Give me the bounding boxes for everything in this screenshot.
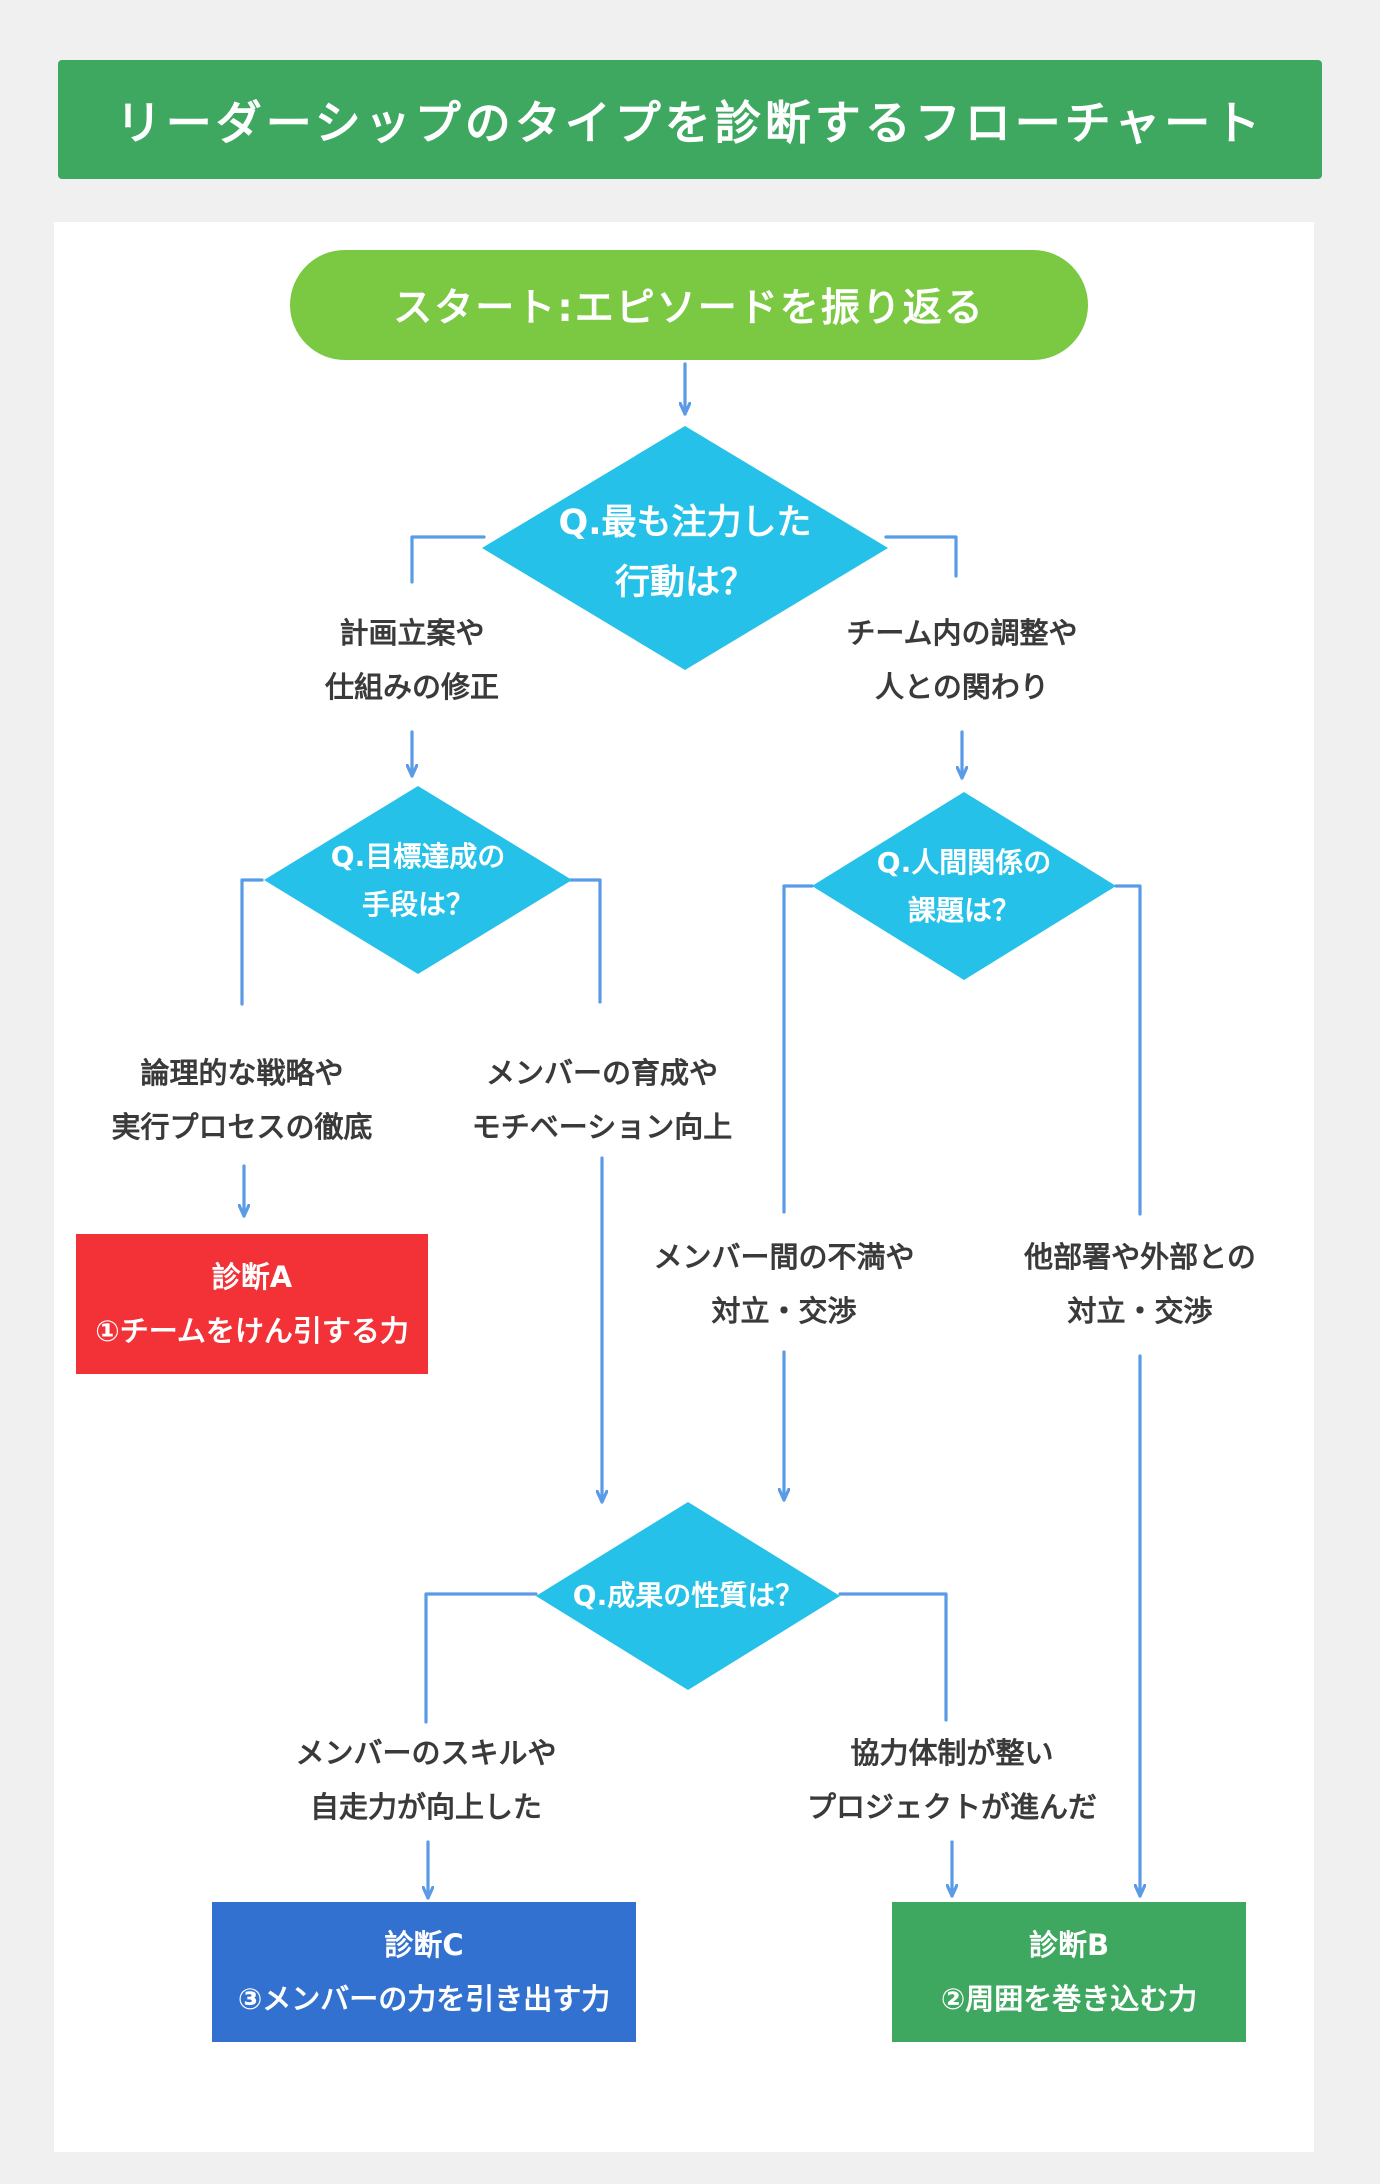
label-member-conflict-line2: 対立・交渉	[711, 1294, 857, 1328]
result-c-title: 診断C	[384, 1928, 464, 1962]
connector-q2-right	[568, 878, 602, 1004]
label-external-conflict-line1: 他部署や外部との	[1024, 1240, 1256, 1274]
connector-q2-left	[240, 878, 264, 1006]
label-team-line1: チーム内の調整や	[846, 616, 1078, 650]
label-team: チーム内の調整や 人との関わり	[812, 606, 1112, 714]
result-b: 診断B ②周囲を巻き込む力	[892, 1902, 1246, 2042]
connector-q4-left	[424, 1592, 538, 1724]
label-logical-line2: 実行プロセスの徹底	[111, 1110, 373, 1144]
question-diamond-3	[812, 792, 1116, 980]
label-cooperation-line1: 協力体制が整い	[850, 1736, 1054, 1770]
result-a-title: 診断A	[211, 1260, 293, 1294]
question-2-line2: 手段は？	[361, 888, 474, 921]
result-a-name: ①チームをけん引する力	[95, 1314, 409, 1348]
question-3-line2: 課題は？	[907, 894, 1020, 927]
result-b-name: ②周囲を巻き込む力	[940, 1982, 1198, 2016]
label-logical-line1: 論理的な戦略や	[140, 1056, 344, 1090]
label-member-conflict-line1: メンバー間の不満や	[653, 1240, 915, 1274]
label-team-line2: 人との関わり	[875, 670, 1049, 704]
question-diamond-2	[264, 786, 572, 974]
result-b-title: 診断B	[1028, 1928, 1110, 1962]
result-a: 診断A ①チームをけん引する力	[76, 1234, 428, 1374]
label-planning-line1: 計画立案や	[339, 616, 485, 650]
page-title: リーダーシップのタイプを診断するフローチャート	[58, 60, 1322, 179]
label-member-growth-line2: モチベーション向上	[471, 1110, 733, 1144]
connector-q3-left	[782, 884, 814, 1214]
label-skill-up: メンバーのスキルや 自走力が向上した	[276, 1726, 576, 1834]
start-node: スタート:エピソードを振り返る	[290, 250, 1088, 360]
label-cooperation-line2: プロジェクトが進んだ	[806, 1790, 1097, 1824]
label-logical: 論理的な戦略や 実行プロセスの徹底	[92, 1046, 392, 1154]
question-diamond-1	[482, 426, 888, 670]
question-2-line1: Q.目標達成の	[330, 840, 506, 873]
question-diamond-4	[536, 1502, 840, 1690]
question-1-text: Q.最も注力した 行動は？	[535, 490, 835, 616]
connector-q1-left	[410, 535, 486, 584]
label-cooperation: 協力体制が整い プロジェクトが進んだ	[782, 1726, 1122, 1834]
connector-q1-right	[884, 535, 958, 578]
label-member-growth-line1: メンバーの育成や	[485, 1056, 718, 1090]
label-skill-up-line2: 自走力が向上した	[309, 1790, 542, 1824]
result-c: 診断C ③メンバーの力を引き出す力	[212, 1902, 636, 2042]
label-member-growth: メンバーの育成や モチベーション向上	[452, 1046, 752, 1154]
question-4-line1: Q.成果の性質は？	[572, 1579, 804, 1612]
question-1-line2: 行動は？	[614, 563, 755, 603]
label-skill-up-line1: メンバーのスキルや	[295, 1736, 557, 1770]
connector-q4-right	[838, 1592, 948, 1722]
question-4-text: Q.成果の性質は？	[558, 1572, 818, 1620]
result-c-name: ③メンバーの力を引き出す力	[237, 1982, 611, 2016]
label-planning-line2: 仕組みの修正	[324, 670, 499, 704]
connector-q3-right	[1114, 884, 1142, 1216]
label-external-conflict-line2: 対立・交渉	[1067, 1294, 1213, 1328]
question-3-line1: Q.人間関係の	[876, 846, 1052, 879]
question-1-line1: Q.最も注力した	[558, 503, 812, 543]
label-member-conflict: メンバー間の不満や 対立・交渉	[634, 1230, 934, 1338]
label-planning: 計画立案や 仕組みの修正	[292, 606, 532, 714]
question-3-text: Q.人間関係の 課題は？	[844, 840, 1084, 934]
question-2-text: Q.目標達成の 手段は？	[298, 834, 538, 928]
label-external-conflict: 他部署や外部との 対立・交渉	[990, 1230, 1290, 1338]
